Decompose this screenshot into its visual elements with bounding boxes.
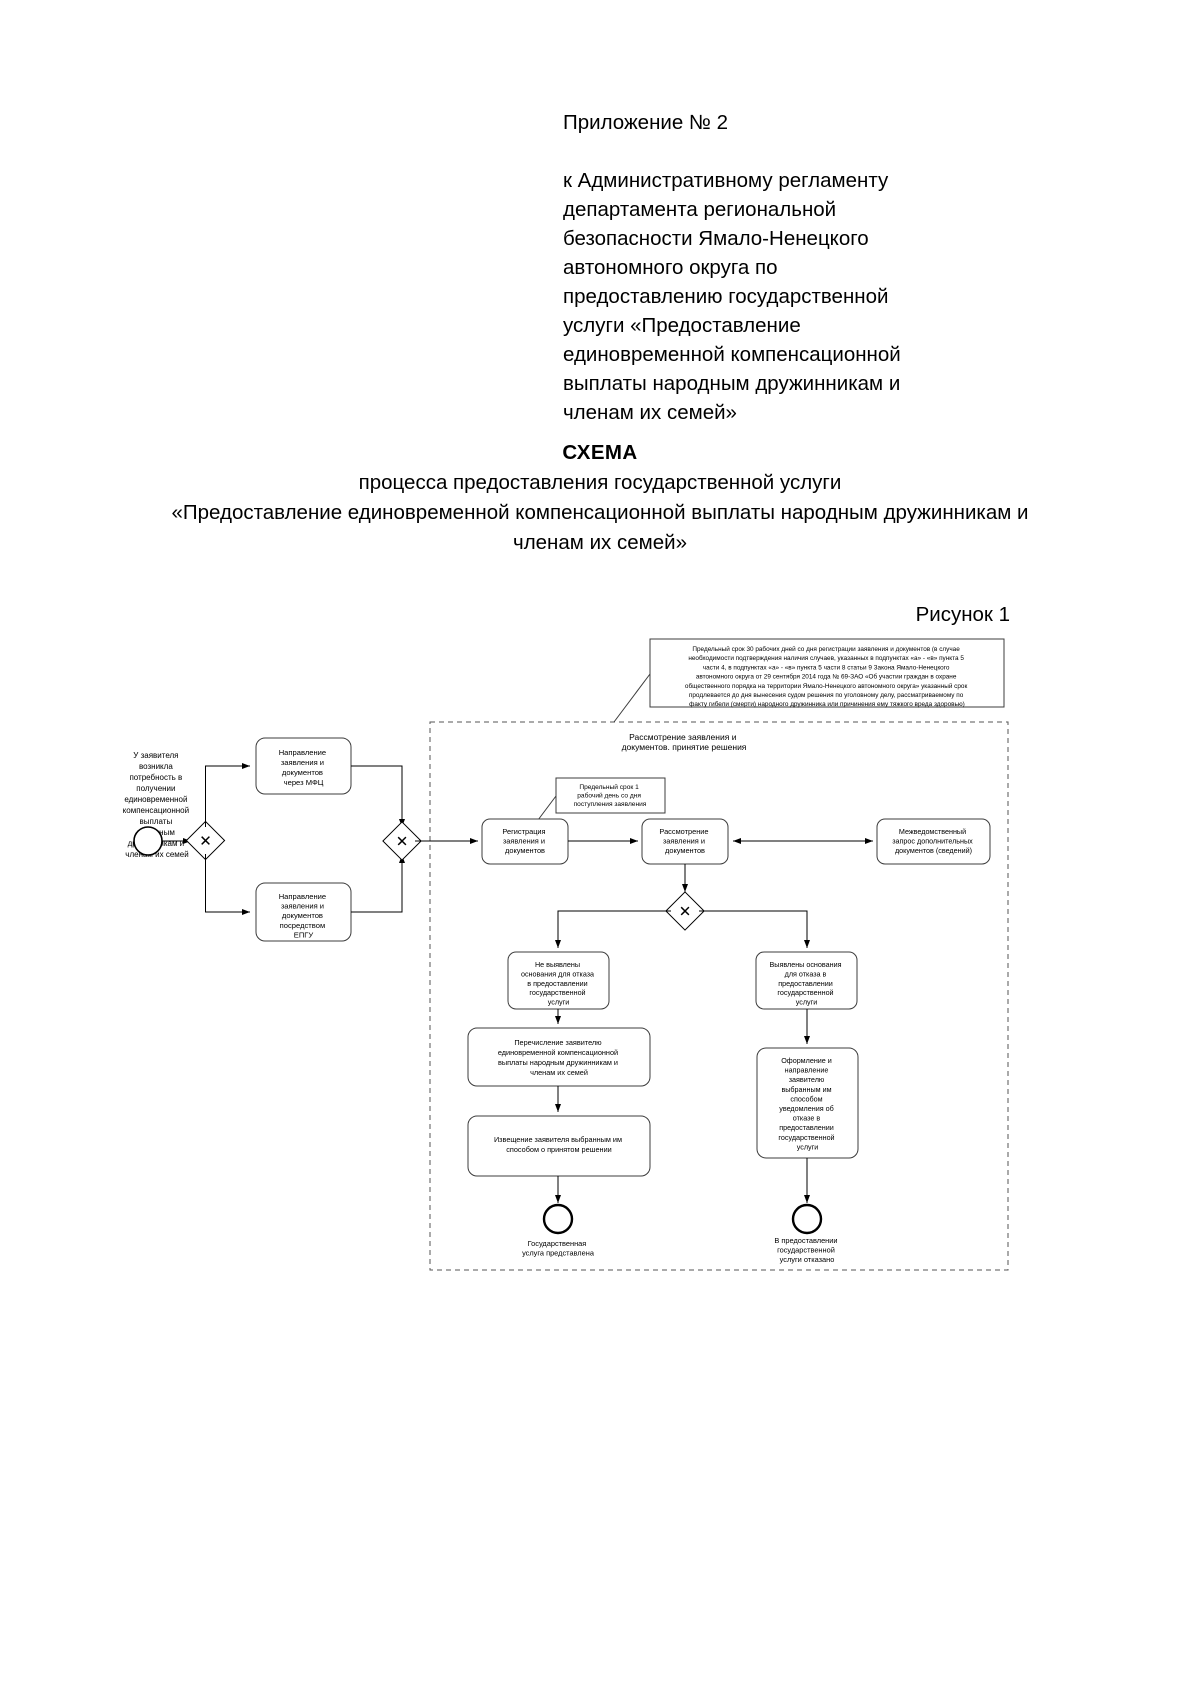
- flow-mfc-to-gw2: [351, 765, 405, 827]
- figure-label: Рисунок 1: [915, 603, 1010, 626]
- task-no-grounds-for-refusal: Не выявлены основания для отказа в предо…: [507, 951, 610, 1010]
- task-grounds-for-refusal: Выявлены основания для отказа в предоста…: [755, 951, 858, 1010]
- header-line: департамента региональной: [563, 198, 837, 221]
- gateway-split-channel: ✕: [185, 820, 226, 861]
- lane-title: Рассмотрение заявления и документов. при…: [622, 732, 747, 752]
- svg-text:Выявлены основания для: Выявлены основания для отказа в предоста…: [770, 960, 844, 1007]
- header-line: предоставлению государственной: [563, 285, 889, 308]
- document-header: Приложение № 2 к Административному регла…: [563, 108, 963, 427]
- title-subtitle-1: процесса предоставления государственной …: [358, 471, 842, 494]
- task-applicant-notice: Извещение заявителя выбранным им способо…: [467, 1115, 651, 1177]
- note-deadline-1-text: Предельный срок 1 рабочий день со дня по…: [574, 783, 647, 808]
- header-line: услуги «Предоставление: [563, 314, 801, 337]
- flow-gw3-to-grounds: [699, 910, 810, 948]
- task-registration: Регистрация заявления и документов: [481, 818, 569, 865]
- svg-text:✕: ✕: [396, 834, 409, 851]
- flow-gw1-to-mfc: [205, 763, 250, 827]
- task-payment-transfer: Перечисление заявителю единовременной ко…: [467, 1027, 651, 1087]
- header-line: безопасности Ямало-Ненецкого: [563, 227, 869, 250]
- title-subtitle-2: «Предоставление единовременной компенсац…: [171, 501, 1029, 554]
- header-line: единовременной компенсационной: [563, 343, 901, 366]
- task-review: Рассмотрение заявления и документов: [641, 818, 729, 865]
- end-event-success: [542, 1203, 574, 1235]
- header-line: автономного округа по: [563, 256, 778, 279]
- svg-text:Направление заявления: Направление заявления и документов через…: [279, 748, 329, 787]
- task-refusal-notice: Оформление и направление заявителю выбра…: [756, 1047, 859, 1159]
- header-line: членам их семей»: [563, 401, 737, 424]
- flow-gw1-to-epgu: [205, 854, 250, 915]
- task-mfc: Направление заявления и документов через…: [255, 737, 352, 795]
- end-event-refused: [791, 1203, 823, 1235]
- note-deadline-30-box: [649, 638, 1005, 708]
- flow-epgu-to-gw2: [351, 855, 405, 913]
- process-flow-diagram: Рассмотрение заявления и документов. при…: [0, 630, 1200, 1290]
- start-event: [133, 826, 163, 856]
- header-line: выплаты народным дружинникам и: [563, 372, 901, 395]
- note-deadline-30-text: Предельный срок 30 рабочих дней со дня р…: [685, 645, 969, 708]
- gateway-decision-grounds: ✕: [665, 891, 705, 931]
- svg-text:Не выявлены основания: Не выявлены основания для отказа в предо…: [521, 960, 596, 1007]
- svg-text:Перечисление заявителю: Перечисление заявителю единовременной ко…: [498, 1038, 620, 1077]
- svg-text:✕: ✕: [679, 904, 692, 921]
- note-deadline-30-leader: [613, 673, 651, 723]
- process-pool: [429, 721, 1009, 1271]
- title-block: СХЕМА процесса предоставления государств…: [0, 438, 1200, 558]
- note-deadline-1-box: [555, 777, 666, 814]
- svg-text:Регистрация заявления: Регистрация заявления и документов: [502, 827, 547, 855]
- svg-text:Извещение заявителя выбранным: Извещение заявителя выбранным им способо…: [494, 1135, 624, 1154]
- end-event-refused-label: В предоставлении государственной услуги …: [774, 1236, 839, 1264]
- svg-text:Направление заявления: Направление заявления и документов посре…: [279, 892, 329, 939]
- svg-text:Межведомственный запро: Межведомственный запрос дополнительных д…: [892, 827, 975, 855]
- gateway-merge-channel: ✕: [382, 821, 422, 861]
- page-title: СХЕМА: [562, 441, 638, 464]
- task-interdepartmental-request: Межведомственный запрос дополнительных д…: [876, 818, 991, 865]
- svg-text:✕: ✕: [199, 833, 212, 850]
- end-event-success-label: Государственная услуга представлена: [522, 1239, 595, 1257]
- appendix-number: Приложение № 2: [563, 111, 729, 134]
- svg-text:Оформление и направлен: Оформление и направление заявителю выбра…: [778, 1056, 836, 1151]
- flow-gw3-to-no-grounds: [555, 910, 671, 948]
- svg-text:Рассмотрение заявления: Рассмотрение заявления и документов: [659, 827, 710, 855]
- header-line: к Административному регламенту: [563, 169, 889, 192]
- task-epgu: Направление заявления и документов посре…: [255, 882, 352, 942]
